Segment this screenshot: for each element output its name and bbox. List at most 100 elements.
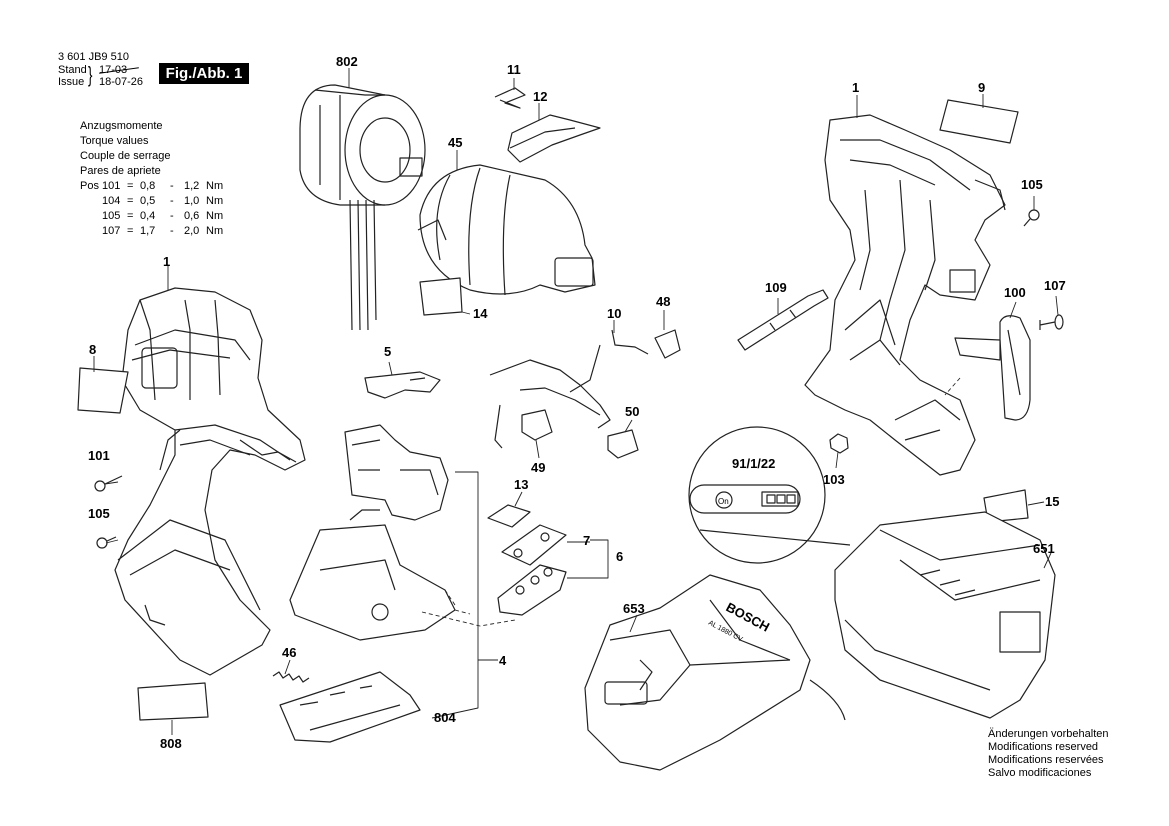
part-label-13: 13 xyxy=(514,477,528,492)
cover-12 xyxy=(507,114,601,163)
battery-level-icon xyxy=(761,491,799,507)
part-label-45: 45 xyxy=(448,135,462,150)
switch-6 xyxy=(497,564,567,616)
part-label-15: 15 xyxy=(1045,494,1059,509)
part-label-1-right: 1 xyxy=(852,80,859,95)
on-label: On xyxy=(718,497,729,506)
part-label-8: 8 xyxy=(89,342,96,357)
battery-adapter xyxy=(289,509,456,641)
indicator-panel xyxy=(689,484,801,514)
note-line: Modifications reserved xyxy=(988,741,1099,753)
belt-clip-100 xyxy=(954,315,1031,421)
wiring-harness-10 xyxy=(489,329,649,449)
stand-label: Stand xyxy=(58,64,87,76)
housing-half-right xyxy=(804,114,1006,476)
part-label-105-top: 105 xyxy=(1021,177,1043,192)
torque-heading-text: Couple de serrage xyxy=(80,150,171,162)
nut-103 xyxy=(829,433,849,454)
torque-heading-text: Anzugsmomente xyxy=(80,120,163,132)
label-sheet-8 xyxy=(77,367,129,414)
torque-eq: = xyxy=(127,180,134,192)
part-label-46: 46 xyxy=(282,645,296,660)
document-number: 3 601 JB9 510 xyxy=(58,51,129,63)
leader-lines xyxy=(93,68,1059,735)
new-date: 18-07-26 xyxy=(99,76,144,88)
screw-101 xyxy=(94,475,123,492)
part-label-12: 12 xyxy=(533,89,547,104)
torque-dash: - xyxy=(170,195,174,207)
issue-label: Issue xyxy=(58,76,85,88)
brace-icon: } xyxy=(88,62,93,87)
torque-max: 0,6 xyxy=(184,210,200,222)
on-button-icon xyxy=(715,491,733,509)
label-sheet-808 xyxy=(137,682,209,721)
torque-pos: 105 xyxy=(102,210,121,222)
screw-105-left xyxy=(96,536,117,549)
part-label-5: 5 xyxy=(384,344,391,359)
pos-label: Pos xyxy=(80,180,99,192)
part-label-48: 48 xyxy=(656,294,670,309)
old-date: 17-03 xyxy=(99,64,139,77)
note-line: Salvo modificaciones xyxy=(988,767,1092,779)
torque-max: 1,2 xyxy=(184,180,200,192)
part-label-808: 808 xyxy=(160,736,182,751)
part-label-6: 6 xyxy=(616,549,623,564)
part-label-100: 100 xyxy=(1004,285,1026,300)
torque-dash: - xyxy=(170,180,174,192)
contact-plate-804 xyxy=(279,671,421,743)
part-label-4: 4 xyxy=(499,653,507,668)
pad-13 xyxy=(487,504,531,528)
part-label-804: 804 xyxy=(434,710,456,725)
torque-unit: Nm xyxy=(206,210,224,222)
torque-dash: - xyxy=(170,225,174,237)
label-sheet-14 xyxy=(419,277,463,316)
part-label-9: 9 xyxy=(978,80,985,95)
detail-leader xyxy=(699,529,851,546)
switch-cover-5 xyxy=(364,371,441,399)
part-label-1-left: 1 xyxy=(163,254,170,269)
label-sheet-9 xyxy=(939,99,1019,144)
torque-min: 0,4 xyxy=(140,210,156,222)
part-label-107: 107 xyxy=(1044,278,1066,293)
torque-unit: Nm xyxy=(206,195,224,207)
part-label-105-left: 105 xyxy=(88,506,110,521)
torque-eq: = xyxy=(127,195,134,207)
pad-7 xyxy=(501,524,567,566)
torque-pos: 101 xyxy=(102,180,121,192)
screw-105-top xyxy=(1023,209,1040,227)
part-label-101: 101 xyxy=(88,448,110,463)
torque-dash: - xyxy=(170,210,174,222)
part-label-802: 802 xyxy=(336,54,358,69)
led-cover-50 xyxy=(607,429,639,459)
torque-min: 1,7 xyxy=(140,225,156,237)
led-holder-49 xyxy=(521,409,553,441)
torque-min: 0,5 xyxy=(140,195,156,207)
torque-max: 1,0 xyxy=(184,195,200,207)
spring-46 xyxy=(272,671,310,683)
bit-109 xyxy=(737,289,829,351)
motor-802 xyxy=(299,84,426,331)
charger-653 xyxy=(584,574,846,771)
note-line: Modifications reservées xyxy=(988,754,1104,766)
screw-107 xyxy=(1039,314,1064,330)
torque-eq: = xyxy=(127,225,134,237)
part-label-11: 11 xyxy=(507,62,521,77)
torque-unit: Nm xyxy=(206,180,224,192)
part-label-653: 653 xyxy=(623,601,645,616)
torque-min: 0,8 xyxy=(140,180,156,192)
hammer-housing-45 xyxy=(417,164,596,296)
part-label-651: 651 xyxy=(1033,541,1055,556)
battery-pack-651 xyxy=(834,511,1056,719)
switch-module xyxy=(344,424,449,521)
part-label-49: 49 xyxy=(531,460,545,475)
part-label-109: 109 xyxy=(765,280,787,295)
part-label-91-1-22: 91/1/22 xyxy=(732,456,775,471)
figure-badge: Fig./Abb. 1 xyxy=(159,63,249,84)
notes-block: Änderungen vorbehalten Modifications res… xyxy=(988,728,1108,780)
torque-max: 2,0 xyxy=(184,225,200,237)
part-label-103: 103 xyxy=(823,472,845,487)
tool-housing-left xyxy=(114,287,306,676)
part-label-50: 50 xyxy=(625,404,639,419)
part-label-7: 7 xyxy=(583,533,590,548)
